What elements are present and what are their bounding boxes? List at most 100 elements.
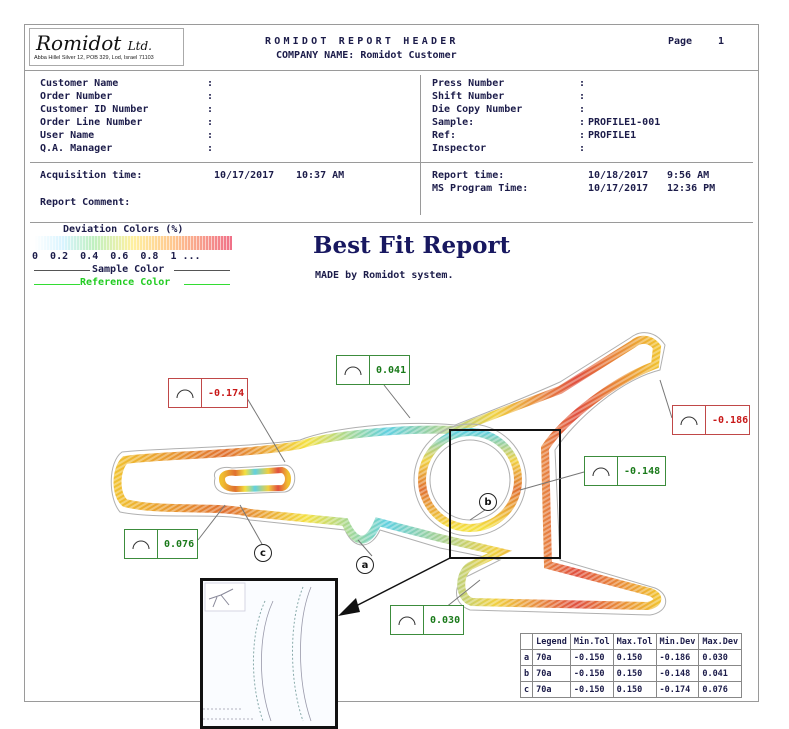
- field-user-name: User Name: [40, 130, 95, 141]
- callout-value: -0.148: [624, 465, 661, 477]
- table-header-row: Legend Min.Tol Max.Tol Min.Dev Max.Dev: [519, 633, 743, 650]
- marker-b: b: [479, 493, 497, 511]
- ms-program-time-label: MS Program Time:: [432, 183, 529, 194]
- field-separator: :: [579, 117, 586, 128]
- field-order-line: Order Line Number: [40, 117, 143, 128]
- report-subtitle: MADE by Romidot system.: [315, 270, 454, 281]
- callout-value: 0.076: [164, 538, 195, 550]
- logo-address: Abba Hillel Silver 12, POB 329, Lod, Isr…: [34, 55, 154, 61]
- field-order-number: Order Number: [40, 91, 113, 102]
- company-logo: Romidot Ltd. Abba Hillel Silver 12, POB …: [29, 28, 184, 66]
- callout-value: -0.186: [712, 414, 749, 426]
- logo-name: Romidot Ltd.: [36, 31, 152, 55]
- callout-value: -0.174: [208, 387, 245, 399]
- deviation-callout: -0.148: [584, 456, 666, 486]
- table-cell: -0.150: [569, 649, 614, 666]
- column-header: Max.Tol: [612, 633, 657, 650]
- field-sample: Sample:: [432, 117, 475, 128]
- table-cell: 70a: [532, 681, 571, 698]
- field-separator: :: [579, 91, 586, 102]
- table-cell: 0.150: [612, 649, 657, 666]
- table-row: a 70a -0.150 0.150 -0.186 0.030: [519, 649, 743, 666]
- deviation-callout: 0.030: [390, 605, 464, 635]
- field-qa-manager: Q.A. Manager: [40, 143, 113, 154]
- table-cell: -0.148: [655, 665, 700, 682]
- table-cell: 70a: [532, 665, 571, 682]
- table-row: b 70a -0.150 0.150 -0.148 0.041: [519, 665, 743, 682]
- callout-value: 0.030: [430, 614, 461, 626]
- arc-icon: [169, 379, 202, 407]
- acquisition-time-label: Acquisition time:: [40, 170, 143, 181]
- sample-color-label: Sample Color: [92, 264, 165, 275]
- arc-icon: [585, 457, 618, 485]
- field-ref: Ref:: [432, 130, 457, 141]
- report-comment-label: Report Comment:: [40, 197, 131, 208]
- table-cell: -0.174: [655, 681, 700, 698]
- deviation-scale-labels: 0 0.2 0.4 0.6 0.8 1 ...: [32, 251, 201, 262]
- tolerance-table-wrapper: Legend Min.Tol Max.Tol Min.Dev Max.Dev a…: [519, 633, 743, 698]
- arc-icon: [125, 530, 158, 558]
- column-header: Min.Tol: [569, 633, 614, 650]
- arc-icon: [673, 406, 706, 434]
- ref-value: PROFILE1: [588, 130, 637, 141]
- reference-color-label: Reference Color: [80, 277, 171, 288]
- deviation-colors-title: Deviation Colors (%): [63, 224, 184, 235]
- sample-color-line: [34, 270, 90, 271]
- report-date: 10/18/2017: [588, 170, 649, 181]
- table-cell: 0.030: [698, 649, 743, 666]
- field-customer-id: Customer ID Number: [40, 104, 149, 115]
- divider: [30, 222, 753, 223]
- divider: [24, 70, 759, 71]
- column-header: Legend: [532, 633, 571, 650]
- field-separator: :: [207, 91, 214, 102]
- report-title: Best Fit Report: [313, 232, 511, 259]
- deviation-callout: 0.076: [124, 529, 198, 559]
- table-cell: 0.076: [698, 681, 743, 698]
- deviation-callout: 0.041: [336, 355, 410, 385]
- field-separator: :: [207, 78, 214, 89]
- divider: [30, 162, 753, 163]
- field-die-copy-number: Die Copy Number: [432, 104, 523, 115]
- deviation-callout: -0.186: [672, 405, 750, 435]
- reference-color-line: [34, 284, 80, 285]
- table-cell: -0.186: [655, 649, 700, 666]
- marker-a: a: [356, 556, 374, 574]
- arc-icon: [337, 356, 370, 384]
- page-label: Page: [668, 36, 693, 47]
- field-separator: :: [207, 104, 214, 115]
- reference-color-line: [184, 284, 230, 285]
- field-press-number: Press Number: [432, 78, 505, 89]
- table-cell: -0.150: [569, 681, 614, 698]
- field-separator: :: [579, 78, 586, 89]
- column-header: Min.Dev: [655, 633, 700, 650]
- field-separator: :: [207, 143, 214, 154]
- field-separator: :: [579, 130, 586, 141]
- deviation-callout: -0.174: [168, 378, 248, 408]
- table-cell: -0.150: [569, 665, 614, 682]
- acquisition-time: 10:37 AM: [296, 170, 345, 181]
- report-time-label: Report time:: [432, 170, 505, 181]
- column-header: Max.Dev: [698, 633, 743, 650]
- page-number: 1: [718, 36, 725, 47]
- column-header: [519, 633, 534, 650]
- field-separator: :: [207, 117, 214, 128]
- field-inspector: Inspector: [432, 143, 487, 154]
- field-separator: :: [579, 143, 586, 154]
- callout-value: 0.041: [376, 364, 407, 376]
- report-header-title: ROMIDOT REPORT HEADER: [265, 36, 459, 47]
- marker-c: c: [254, 544, 272, 562]
- field-customer-name: Customer Name: [40, 78, 119, 89]
- table-cell: 0.150: [612, 681, 657, 698]
- ms-program-date: 10/17/2017: [588, 183, 649, 194]
- tolerance-table: Legend Min.Tol Max.Tol Min.Dev Max.Dev a…: [519, 633, 743, 698]
- table-cell: a: [519, 649, 534, 666]
- table-cell: b: [519, 665, 534, 682]
- table-cell: c: [519, 681, 534, 698]
- field-shift-number: Shift Number: [432, 91, 505, 102]
- table-cell: 70a: [532, 649, 571, 666]
- divider: [420, 75, 421, 215]
- arc-icon: [391, 606, 424, 634]
- table-cell: 0.150: [612, 665, 657, 682]
- company-name: COMPANY NAME: Romidot Customer: [276, 50, 457, 61]
